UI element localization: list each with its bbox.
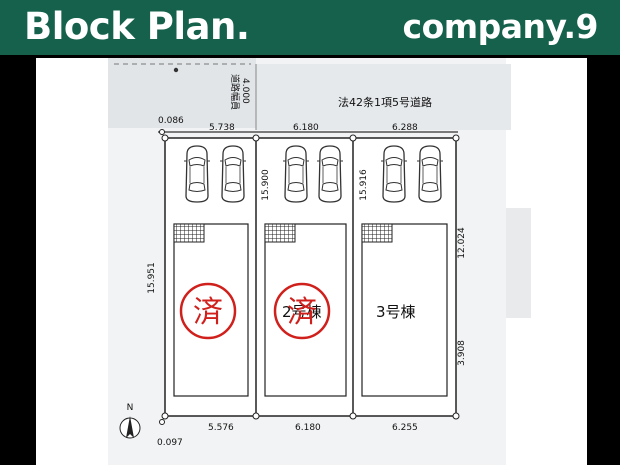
block-plan-diagram: 法42条1項5号道路 道路幅員 4.000 0.086 5. (108, 58, 531, 465)
car-icon (380, 145, 408, 203)
car-icon (183, 145, 211, 203)
dimension-lot-3-depth: 15.916 (359, 169, 369, 201)
dimension-right-lower: 3.908 (457, 340, 467, 366)
lot-label-3: 3号棟 (376, 303, 416, 321)
equipment-grid-3 (361, 223, 393, 243)
road-width-label: 道路幅員 (229, 74, 241, 110)
block-plan-area: 法42条1項5号道路 道路幅員 4.000 0.086 5. (36, 58, 587, 465)
sold-stamp-lot-1: 済 (179, 282, 237, 340)
svg-text:N: N (127, 403, 134, 413)
boundary-marker (159, 129, 165, 135)
dimension-bottom-lot-1: 5.576 (208, 423, 234, 433)
dimension-top-lot-2: 6.180 (293, 123, 319, 133)
car-icon (416, 145, 444, 203)
car-icon (219, 145, 247, 203)
company-name: company.9 (402, 7, 599, 46)
boundary-marker (252, 412, 260, 420)
dimension-left-depth: 15.951 (147, 262, 157, 294)
boundary-marker (159, 419, 165, 425)
neighbor-lot-left (108, 58, 256, 128)
page-title: Block Plan. (24, 5, 250, 48)
car-icon (282, 145, 310, 203)
dimension-bottom-lot-2: 6.180 (295, 423, 321, 433)
marker-dot (173, 67, 179, 73)
dimension-top-corner: 0.086 (158, 116, 184, 126)
road-width-value: 4.000 (240, 78, 250, 104)
lot-label-2: 2号棟 (282, 303, 322, 321)
road (256, 64, 511, 130)
equipment-grid-1 (173, 223, 205, 243)
dimension-right-upper: 12.024 (457, 227, 467, 259)
building-2-footprint (264, 223, 347, 397)
boundary-marker (252, 134, 260, 142)
neighbor-lot-right (506, 208, 531, 318)
boundary-marker (349, 134, 357, 142)
header-banner: Block Plan. company.9 (0, 0, 620, 55)
building-3-footprint (361, 223, 448, 397)
sold-stamp-lot-2: 済 (273, 282, 331, 340)
dimension-lot-2-depth: 15.900 (261, 169, 271, 201)
svg-text:済: 済 (193, 295, 223, 330)
dimension-top-lot-1: 5.738 (209, 123, 235, 133)
dimension-top-lot-3: 6.288 (392, 123, 418, 133)
dimension-bottom-corner: 0.097 (157, 438, 183, 448)
car-icon (316, 145, 344, 203)
road-label: 法42条1項5号道路 (338, 95, 432, 109)
boundary-marker (161, 134, 169, 142)
dimension-bottom-lot-3: 6.255 (392, 423, 418, 433)
boundary-marker (349, 412, 357, 420)
boundary-marker (452, 134, 460, 142)
boundary-marker (161, 412, 169, 420)
svg-text:済: 済 (287, 295, 317, 330)
north-arrow-icon: N (119, 403, 141, 439)
equipment-grid-2 (264, 223, 296, 243)
boundary-marker (452, 412, 460, 420)
